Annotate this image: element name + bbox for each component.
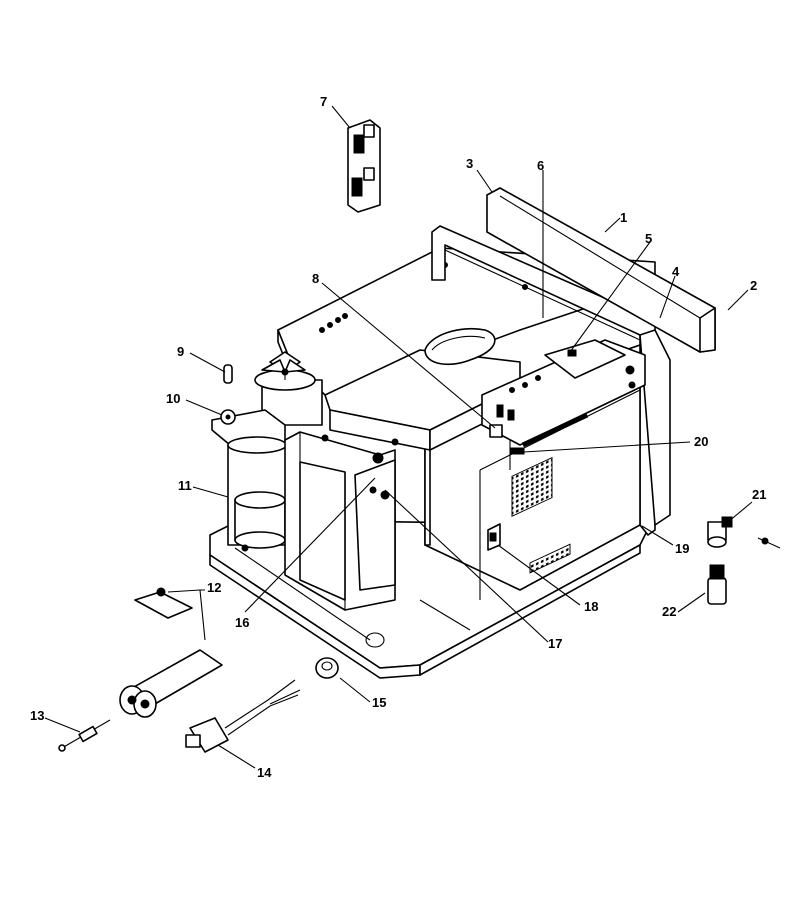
callouts: 7 3 6 1 5 4 2 8 9 10 11 20 21 19 12 18 2… [30,94,766,780]
callout-22: 22 [662,604,676,619]
callout-5: 5 [645,231,652,246]
callout-1: 1 [620,210,627,225]
callout-9: 9 [177,344,184,359]
callout-17: 17 [548,636,562,651]
callout-15: 15 [372,695,386,710]
hv-transformer [211,409,287,552]
callout-8: 8 [312,271,319,286]
callout-18: 18 [584,599,598,614]
front-bracket [284,431,399,611]
leader-lines [44,105,753,769]
hv-capacitor [119,649,223,718]
callout-7: 7 [320,94,327,109]
lamp-socket [707,516,781,549]
interlock-bracket [347,119,381,213]
power-cord [185,679,301,753]
callout-14: 14 [257,765,272,780]
door-stop [509,447,525,455]
fuse [223,364,233,384]
callout-12: 12 [207,580,221,595]
control-panel-trim [486,187,716,353]
callout-6: 6 [537,158,544,173]
stirrer-cover [424,327,496,366]
callout-19: 19 [675,541,689,556]
oven-lamp [707,564,727,605]
callout-10: 10 [166,391,180,406]
ferrite-core [315,657,339,679]
callout-2: 2 [750,278,757,293]
callout-13: 13 [30,708,44,723]
callout-16: 16 [235,615,249,630]
thermal-cutout [220,409,236,425]
capacitor-bracket [134,587,193,619]
hv-diode [58,719,111,752]
control-pcb [481,339,646,448]
callout-21: 21 [752,487,766,502]
callout-20: 20 [694,434,708,449]
callout-3: 3 [466,156,473,171]
callout-11: 11 [178,478,192,493]
callout-4: 4 [672,264,680,279]
